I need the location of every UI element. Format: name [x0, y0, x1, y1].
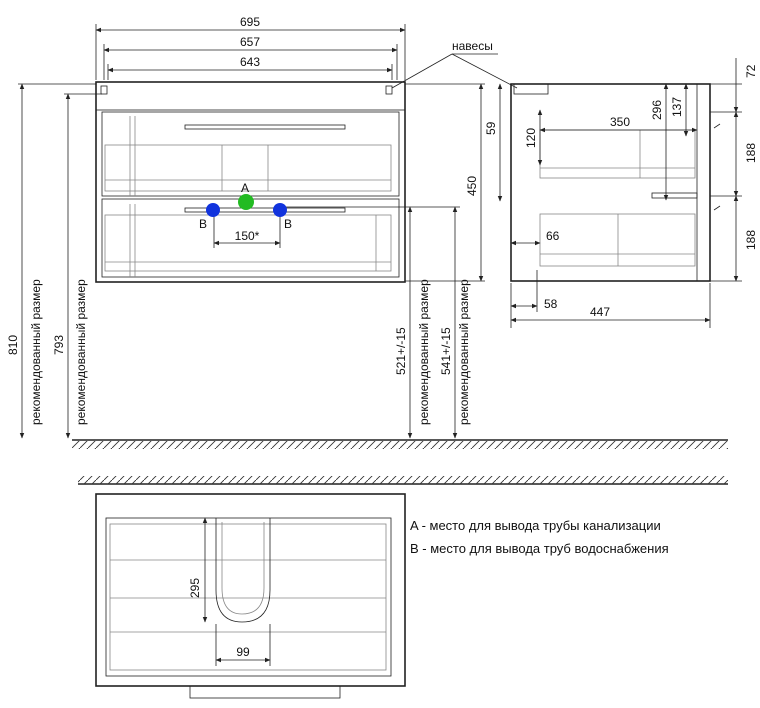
plan-inner-box	[105, 517, 392, 677]
front-top-panel	[95, 81, 406, 111]
dim-drawer-width: 643	[240, 55, 260, 69]
front-view: 695 657 643 навесы 810 рекомендованный р…	[6, 15, 728, 449]
siphon-cutout	[215, 518, 271, 623]
label-hinges: навесы	[452, 39, 493, 53]
dim-350: 350	[610, 115, 630, 129]
plan-handle	[189, 685, 341, 699]
dim-137: 137	[670, 97, 684, 117]
label-recommended-810: рекомендованный размер	[29, 279, 43, 425]
legend: A - место для вывода трубы канализации B…	[410, 518, 669, 556]
side-upper-handle	[651, 192, 698, 199]
point-b-water-right	[273, 203, 287, 217]
dim-depth: 447	[590, 305, 610, 319]
label-point-b-right: B	[284, 217, 292, 231]
plan-view: 295 99	[78, 476, 728, 699]
lower-drawer-handle	[184, 207, 346, 213]
plan-cabinet-outline	[95, 493, 406, 687]
dim-height-793: 793	[52, 335, 66, 355]
dim-body-height: 450	[465, 176, 479, 196]
dim-cutout-width: 99	[236, 645, 250, 659]
dim-pipe-spacing: 150*	[235, 229, 260, 243]
lower-drawer-box	[104, 214, 392, 272]
side-hinge-block	[513, 83, 549, 95]
dim-drawer-top-188: 188	[744, 143, 758, 163]
upper-drawer-handle	[184, 124, 346, 130]
label-recommended-521: рекомендованный размер	[417, 279, 431, 425]
label-point-a: A	[241, 181, 249, 195]
label-recommended-793: рекомендованный размер	[74, 279, 88, 425]
legend-a: A - место для вывода трубы канализации	[410, 518, 661, 533]
legend-b: B - место для вывода труб водоснабжения	[410, 541, 669, 556]
wall-hatch	[78, 476, 728, 484]
label-point-b-left: B	[199, 217, 207, 231]
dim-58: 58	[544, 297, 558, 311]
side-lower-drawer	[539, 213, 696, 267]
dim-cutout-depth: 295	[188, 578, 202, 598]
front-right-hinge	[385, 85, 393, 95]
dim-inner-width: 657	[240, 35, 260, 49]
dim-top-offset: 72	[744, 64, 758, 78]
dim-overall-width: 695	[240, 15, 260, 29]
dim-296: 296	[650, 100, 664, 120]
side-upper-drawer	[539, 129, 696, 179]
dim-66: 66	[546, 229, 560, 243]
label-recommended-541: рекомендованный размер	[457, 279, 471, 425]
dim-outlet-521: 521+/-15	[394, 327, 408, 375]
dim-outlet-541: 541+/-15	[439, 327, 453, 375]
dim-120: 120	[524, 128, 538, 148]
side-front-panel	[696, 83, 711, 282]
point-b-water-left	[206, 203, 220, 217]
point-a-sewer-outlet	[238, 194, 254, 210]
dim-hinge-offset: 59	[484, 121, 498, 135]
upper-drawer-front	[101, 111, 400, 197]
dim-height-810: 810	[6, 335, 20, 355]
floor-hatch	[72, 441, 728, 449]
front-left-hinge	[100, 85, 108, 95]
upper-drawer-box	[104, 144, 392, 192]
dim-drawer-bottom-188: 188	[744, 230, 758, 250]
side-view: 447 58 66 350 120 59 296 137 72 188 188	[484, 58, 758, 328]
siphon-cutout-inner	[221, 522, 265, 615]
